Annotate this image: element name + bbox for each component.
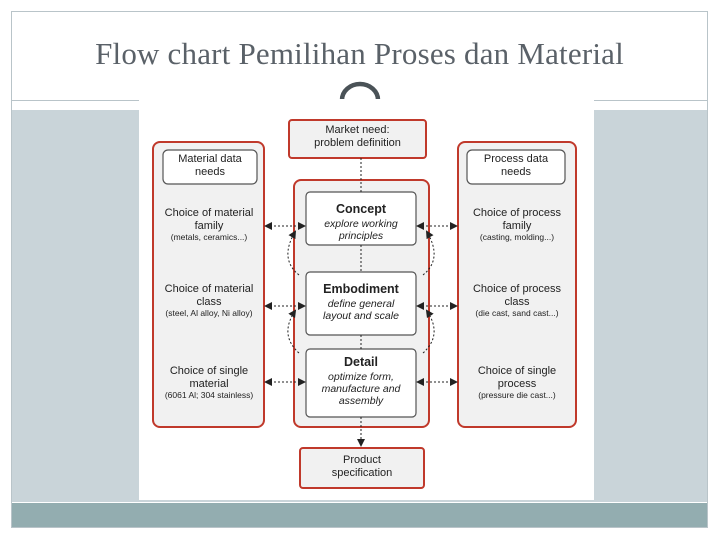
process-class-example: (die cast, sand cast...) [475,308,559,318]
product-spec-label: Product specification [331,454,393,479]
process-family-example: (casting, molding...) [479,232,555,242]
flowchart-image: Market need: problem definition Product … [139,99,594,500]
embodiment-title: Embodiment [323,282,399,296]
title-rule-left [11,100,139,101]
material-single-label: Choice of single material [169,365,249,390]
process-class-label: Choice of process class [472,283,562,308]
material-header-box [162,149,258,185]
detail-subtitle: optimize form, manufacture and assembly [321,371,401,408]
concept-title: Concept [336,202,386,216]
embodiment-subtitle: define general layout and scale [323,298,399,323]
process-header-box [466,149,566,185]
market-need-label: Market need: problem definition [314,124,401,149]
material-panel [152,141,265,428]
material-family-label: Choice of material family [164,207,254,232]
arc-ornament-icon [339,81,381,101]
material-class-label: Choice of material class [164,283,254,308]
title-rule-right [592,100,708,101]
bottom-accent-bar [12,503,707,527]
material-family-example: (metals, ceramics...) [170,232,248,242]
detail-title: Detail [343,355,379,369]
process-panel [457,141,577,428]
process-header-label: Process data needs [483,153,549,178]
material-class-example: (steel, Al alloy, Ni alloy) [165,308,253,318]
material-header-label: Material data needs [178,153,242,178]
product-spec-box [299,447,425,489]
concept-subtitle: explore working principles [324,218,398,243]
market-need-box [288,119,427,159]
process-single-example: (pressure die cast...) [478,390,556,400]
process-single-label: Choice of single process [477,365,557,390]
process-family-label: Choice of process family [472,207,562,232]
material-single-example: (6061 Al; 304 stainless) [164,390,254,400]
slide-title: Flow chart Pemilihan Proses dan Material [95,36,624,71]
